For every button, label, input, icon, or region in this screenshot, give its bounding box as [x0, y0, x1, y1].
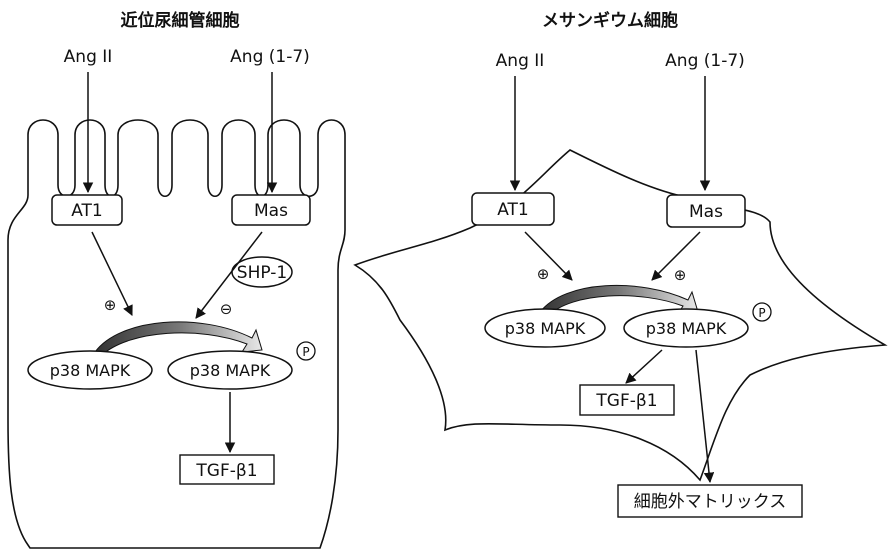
left-phospho-label: P — [302, 345, 309, 359]
left-receptor-mas-box — [231, 194, 311, 226]
right-arrow-at1-activation — [524, 231, 573, 281]
right-tgf-box — [579, 384, 675, 416]
right-mapk-inactive-ellipse — [484, 308, 606, 348]
right-receptor-at1-box — [471, 192, 555, 226]
right-arrow-to-ecm — [695, 349, 715, 484]
left-mapk-active-ellipse — [167, 350, 293, 390]
right-title: メサンギウム細胞 — [542, 10, 678, 31]
right-ecm-box — [617, 484, 803, 518]
right-tgf-label: TGF-β1 — [595, 391, 657, 411]
right-phospho-label: P — [758, 306, 765, 320]
mesangial-cell-outline — [353, 149, 888, 482]
left-receptor-mas-label: Mas — [254, 201, 288, 221]
left-tgf-box — [179, 454, 275, 485]
left-plus-sign: ⊕ — [104, 296, 117, 314]
left-receptor-at1-label: AT1 — [71, 201, 103, 221]
left-phosphorylation-arrow — [94, 321, 263, 356]
left-mapk-inactive-ellipse — [27, 350, 153, 390]
left-mapk-inactive-label: p38 MAPK — [50, 361, 131, 380]
right-mapk-active-label: p38 MAPK — [646, 319, 727, 338]
left-phospho-circle — [296, 341, 316, 361]
left-mapk-active-label: p38 MAPK — [190, 361, 271, 380]
proximal-tubule-cell-outline — [7, 119, 346, 549]
left-arrow-at1-activation — [91, 231, 133, 316]
right-mapk-active-ellipse — [623, 308, 749, 348]
left-title: 近位尿細管細胞 — [121, 10, 240, 31]
right-arrow-to-tgf — [625, 349, 663, 384]
right-receptor-mas-label: Mas — [689, 202, 723, 222]
left-receptor-at1-box — [51, 194, 123, 226]
right-mapk-inactive-label: p38 MAPK — [505, 319, 586, 338]
right-panel: メサンギウム細胞 Ang II Ang (1-7) AT1 Mas ⊕ ⊕ p3… — [353, 10, 888, 518]
right-plus-sign-2: ⊕ — [674, 266, 687, 284]
right-receptor-mas-box — [666, 194, 746, 228]
left-minus-sign: ⊖ — [220, 300, 233, 318]
left-shp1-label: SHP-1 — [237, 263, 287, 283]
right-arrow-mas-activation — [651, 231, 701, 281]
left-ligand-ang-1-7: Ang (1-7) — [230, 47, 310, 67]
right-ligand-ang-1-7: Ang (1-7) — [665, 51, 745, 71]
left-arrow-mas-inhibition — [195, 231, 263, 319]
left-tgf-label: TGF-β1 — [195, 461, 257, 481]
right-plus-sign-1: ⊕ — [537, 265, 550, 283]
right-ecm-label: 細胞外マトリックス — [634, 492, 787, 512]
left-ligand-ang-ii: Ang II — [64, 47, 113, 67]
right-receptor-at1-label: AT1 — [497, 200, 529, 220]
right-phospho-circle — [752, 302, 772, 322]
right-ligand-ang-ii: Ang II — [496, 51, 545, 71]
left-panel: 近位尿細管細胞 Ang II Ang (1-7) AT1 Mas SHP-1 ⊕… — [7, 10, 346, 549]
